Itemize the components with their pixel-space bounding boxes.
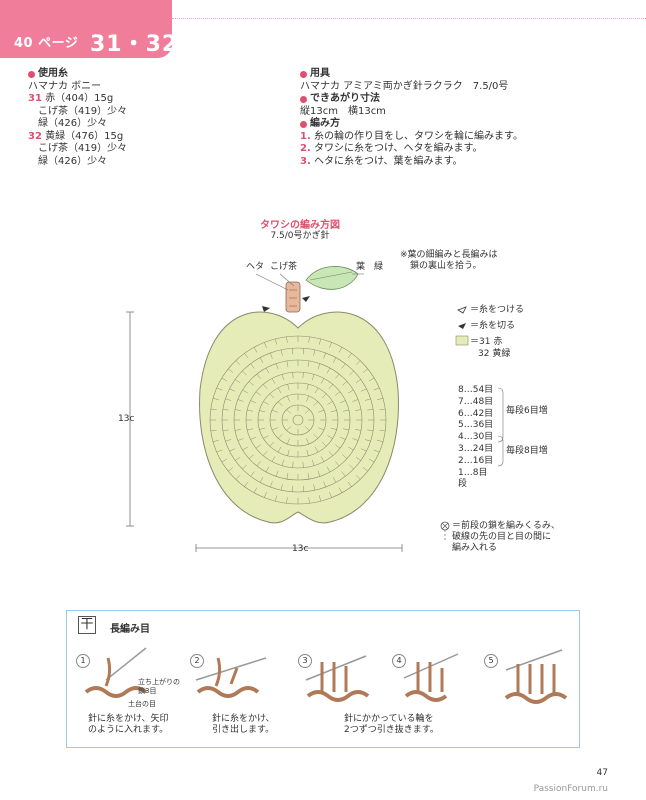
header-divider [172,18,646,19]
legend-color-a: ＝31 赤 [470,337,503,347]
yarn-line: 31 赤（404）15g [28,93,114,104]
tools-text: ハマナカ アミアミ両かぎ針ラクラク 7.5/0号 [300,80,509,92]
leaf-shape [305,266,359,290]
bullet-icon [300,70,307,78]
info-section: 用具 ハマナカ アミアミ両かぎ針ラクラク 7.5/0号 できあがり寸法 縦13c… [300,68,620,168]
step-5-illustration [504,649,568,704]
legend-color-b: 32 黄緑 [478,349,511,359]
label-heta: ヘタ [246,262,265,272]
yarn-brand: ハマナカ ボニー [28,80,102,92]
size-text: 縦13cm 横13cm [300,105,386,117]
page-reference: 40 ページ [14,36,79,51]
height-dimension [126,311,134,527]
increase-8-label: 毎段8目増 [506,446,548,456]
legend-symbols [455,306,469,346]
bullet-icon [300,120,307,128]
step-34-caption: 針にかかっている輪を 2つずつ引き抜きます。 [344,714,439,735]
step-2-illustration [195,657,267,698]
height-dimension-label: 13c [118,414,135,424]
page-header-tab [0,0,172,58]
row-count: 7…48目 [458,396,494,407]
row-count: 8…54目 [458,385,494,395]
bullet-icon [28,70,35,78]
stitch-marks [210,336,386,504]
step-number: 2 [190,654,204,668]
width-dimension-label: 13c [292,544,309,554]
row-label: 段 [458,479,468,490]
cut-marker-icon [302,296,310,302]
step-number: 4 [392,654,406,668]
step-3-illustration [305,655,370,702]
row-count: 1…8目 [458,467,488,478]
leaf-note: ※葉の細編みと長編みは 鎖の裏山を拾う。 [400,250,498,271]
apple-body-outline [199,311,399,524]
yarn-section: 使用糸 ハマナカ ボニー 31 赤（404）15g こげ茶（419）少々 緑（4… [28,68,127,168]
row-count: 4…30目 [458,432,494,443]
yarn-line: 緑（426）少々 [38,118,108,129]
width-dimension [195,544,403,552]
double-crochet-symbol-icon: 干 [78,616,96,634]
step-number: 5 [484,654,498,668]
apple-chart-diagram [126,266,504,552]
method-step: 2. タワシに糸をつけ、ヘタを編みます。 [300,143,483,154]
yarn-line: 緑（426）少々 [38,155,108,167]
stitch-title: 長編み目 [110,624,150,635]
cut-yarn-icon [458,323,466,329]
stem-shape [285,281,301,313]
watermark: PassionForum.ru [533,784,608,794]
row-count: 6…42目 [458,408,494,419]
step1-note2: 土台の目 [128,700,156,708]
diagram-hook-size: 7.5/0号かぎ針 [270,231,330,241]
bullet-icon [300,95,307,103]
special-stitch-icon [440,521,450,540]
row-brackets [497,387,504,467]
step-number: 3 [298,654,312,668]
size-title: できあがり寸法 [310,93,380,104]
method-step: 1. 糸の輪の作り目をし、タワシを輪に編みます。 [300,130,523,142]
increase-6-label: 毎段6目増 [506,406,548,416]
step-number: 1 [76,654,90,668]
yarn-line: 32 黄緑（476）15g [28,130,124,142]
label-ha: 葉 [356,262,366,272]
attach-yarn-icon [457,306,467,314]
step-2-caption: 針に糸をかけ、 引き出します。 [212,714,275,735]
page-number: 47 [596,768,608,778]
yarn-line: こげ茶（419）少々 [38,143,128,154]
label-kogecha: こげ茶 [270,262,298,272]
row-count-list: 8…54目 7…48目 6…42目 5…36目 4…30目 3…24目 2…16… [458,385,493,491]
tools-title: 用具 [310,68,330,79]
method-step: 3. ヘタに糸をつけ、葉を編みます。 [300,155,463,167]
step1-note: 立ち上がりの 鎖3目 [138,678,180,695]
legend-cut-label: ＝糸を切る [470,321,516,331]
stitch-tutorial-box [66,610,580,748]
special-stitch-note: ＝前段の鎖を編みくるみ、 破線の先の目と目の間に 編み入れる [452,521,560,553]
row-count: 3…24目 [458,443,494,454]
cut-marker-icon [262,306,270,312]
stem-marks [289,289,297,307]
method-title: 編み方 [310,118,340,129]
yarn-title: 使用糸 [38,68,68,79]
pattern-numbers: 31・32 [90,32,179,57]
stitch-illustrations [84,647,568,704]
color-swatch [455,335,469,346]
row-count: 5…36目 [458,420,494,431]
legend-attach-label: ＝糸をつける [470,305,525,315]
label-midori: 緑 [374,262,384,272]
row-count: 2…16目 [458,455,494,466]
diagram-title: タワシの編み方図 [260,220,340,231]
step-1-caption: 針に糸をかけ、矢印 のように入れます。 [88,714,169,735]
step-1-illustration [84,647,148,698]
step-4-illustration [403,653,459,702]
yarn-line: こげ茶（419）少々 [38,105,128,117]
